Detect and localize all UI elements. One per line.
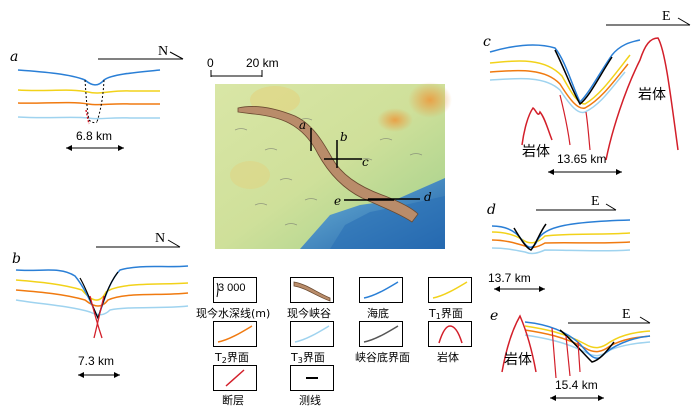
profile-e-canyon-bottom [559,329,615,363]
profile-e-width: 15.4 km [555,378,598,392]
legend-canyon-swatch [290,277,334,303]
profile-c-t3 [489,71,626,114]
legend-t1-label: T1界面 [429,307,463,321]
profile-b-canyon-bottom [79,271,119,320]
legend-isobath-label: 现今水深线(m) [196,307,271,320]
profile-c-fault-2 [585,111,591,151]
profile-e-direction-arrow [568,316,651,324]
profile-d-t3 [491,247,631,255]
scale-bar-start: 0 [207,56,214,70]
profile-e-width-arrow [550,395,604,401]
profile-c-rock-right-label: 岩体 [638,87,666,103]
legend-canyon-bottom-label: 峡谷底界面 [355,351,410,364]
profile-b-t1 [15,279,189,301]
profile-e-rock-left [501,314,537,373]
legend-t2-swatch [213,321,257,347]
profile-e-t2 [524,329,651,353]
map-label-e: e [334,194,342,208]
profile-e-rock-left-label: 岩体 [504,352,532,368]
profile-c-seabed [489,39,641,104]
profile-c-direction: E [662,9,671,24]
profile-e-seabed [524,321,651,360]
profile-b-width-arrow [78,372,120,378]
profile-c-fault-1 [559,94,571,146]
profile-d-width: 13.7 km [488,271,531,285]
map-label-c: c [362,155,369,169]
profile-a-fault [85,109,90,125]
legend-survey-label: 测线 [299,394,321,407]
profile-b-width: 7.3 km [78,354,115,368]
legend-t3-label: T3界面 [291,351,325,365]
profile-e-t1 [524,325,651,349]
profile-a-letter: a [10,49,19,65]
profile-d-direction-arrow [536,203,617,211]
profile-c-width: 13.65 km [557,152,607,166]
profile-a-t1 [17,89,160,94]
profile-a-width: 6.8 km [76,129,113,143]
profile-b-direction: N [155,231,166,246]
map-scale-bar [210,70,263,77]
map-label-b: b [340,130,348,144]
profile-a-seabed [17,69,161,86]
legend-fault-swatch [213,365,257,391]
profile-a-direction-arrow [98,51,184,60]
profile-b-fault-1 [89,295,103,339]
profile-b-t3 [15,299,189,316]
profile-c-t1 [489,54,631,105]
profile-d-canyon-bottom [513,223,547,251]
profile-d-t1 [491,231,631,244]
legend-isobath-box-text: 3 000 [218,282,246,294]
profile-a-width-arrow [66,145,124,151]
profile-d-letter: d [487,202,496,218]
profile-c-direction-arrow [606,17,691,26]
map-label-a: a [299,118,307,132]
profile-a-t2 [17,101,160,106]
legend-seabed-swatch [359,277,403,303]
profile-d-seabed [491,219,631,248]
legend-t3-swatch [290,321,334,347]
legend-rock-swatch [428,321,472,347]
profile-d-t2 [491,239,631,249]
scale-bar-end: 20 km [246,56,279,70]
profile-c-letter: c [483,34,491,50]
legend-canyon-bottom-swatch [359,321,403,347]
legend-isobath-swatch: 3 000 [213,277,257,303]
profile-b-letter: b [12,251,21,267]
legend-survey-swatch [290,365,334,391]
profile-e-direction: E [622,307,631,322]
profile-c-rock-left [521,106,553,146]
profile-e-fault-1 [551,327,557,379]
profile-b-fault-2 [93,295,105,339]
profile-a-direction: N [158,44,169,59]
profile-e-fault-2 [565,335,571,377]
legend-fault-label: 断层 [222,394,244,407]
profile-c-rock-right [605,37,679,161]
profile-e-fault-3 [577,341,581,373]
profile-b-direction-arrow [96,239,181,248]
legend-t1-swatch [428,277,472,303]
legend-t2-label: T2界面 [215,351,249,365]
profile-e-t3 [524,334,651,357]
legend-seabed-label: 海底 [367,307,389,320]
profile-c-t2 [489,63,629,109]
map-label-d: d [424,190,432,204]
legend-canyon-label: 现今峡谷 [287,307,331,320]
legend-rock-label: 岩体 [437,351,459,364]
profile-c-canyon-bottom [554,49,613,106]
profile-c-width-arrow [548,169,622,175]
map [215,82,452,249]
profile-d-width-arrow [494,286,545,292]
profile-d-direction: E [591,194,600,209]
profile-c-rock-left-label: 岩体 [522,144,550,160]
profile-b-t2 [15,289,189,307]
profile-a-canyon-bottom [84,79,105,124]
profile-e-letter: e [490,308,499,324]
